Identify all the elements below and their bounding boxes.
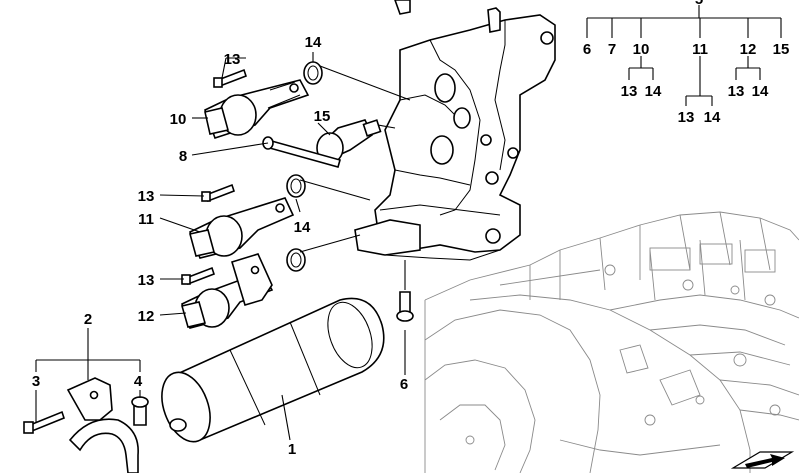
callout-13-middle: 13 [138,188,155,205]
tree-top: 5 [695,0,703,8]
callout-3: 3 [32,373,40,390]
tree-l1-0: 6 [583,41,591,58]
callout-2: 2 [84,311,92,328]
o-ring-14-top [303,61,323,85]
tree-sub10-0: 13 [621,83,638,100]
filter-1 [161,297,385,443]
tree-l1-3: 11 [692,41,708,58]
tree-sub11-1: 14 [704,109,721,126]
pressure-sensor-15 [316,119,382,164]
valve-body [354,0,556,261]
bracket-2 [23,377,149,473]
callout-14-top: 14 [305,34,322,51]
callout-10: 10 [170,111,187,128]
tree-sub10-1: 14 [645,83,662,100]
tree-l1-2: 10 [633,41,650,58]
tree-l1-4: 12 [740,41,757,58]
arrow-icon [730,451,795,469]
screw-13-bottom [181,266,216,286]
o-ring-14-bottom [286,248,306,272]
callout-1: 1 [288,441,296,458]
callout-12: 12 [138,308,155,325]
callout-13-top: 13 [224,51,241,68]
tree-sub12-0: 13 [728,83,745,100]
callout-13-bottom: 13 [138,272,155,289]
callouts: 13 10 14 15 8 13 11 14 13 12 2 3 4 6 1 [32,34,408,458]
parts-tree: 5 6 7 10 11 12 15 13 14 13 14 13 14 [583,0,790,126]
callout-6: 6 [400,376,408,393]
callout-4: 4 [134,373,143,390]
solenoid-valve-10 [204,79,310,140]
solenoid-valve-12 [181,253,274,329]
callout-14-middle: 14 [294,219,311,236]
solenoid-valve-11 [188,197,295,259]
callout-15: 15 [314,108,331,125]
screw-13-middle [201,183,236,203]
leader-lines [35,52,411,441]
tree-sub12-1: 14 [752,83,769,100]
o-ring-14-middle [286,174,306,198]
callout-8: 8 [179,148,187,165]
screw-6 [396,291,414,322]
tree-l1-5: 15 [773,41,790,58]
transmission-housing [424,211,799,473]
tree-l1-1: 7 [608,41,616,58]
tree-sub11-0: 13 [678,109,695,126]
screw-13-top [213,68,248,88]
callout-11: 11 [138,211,154,228]
